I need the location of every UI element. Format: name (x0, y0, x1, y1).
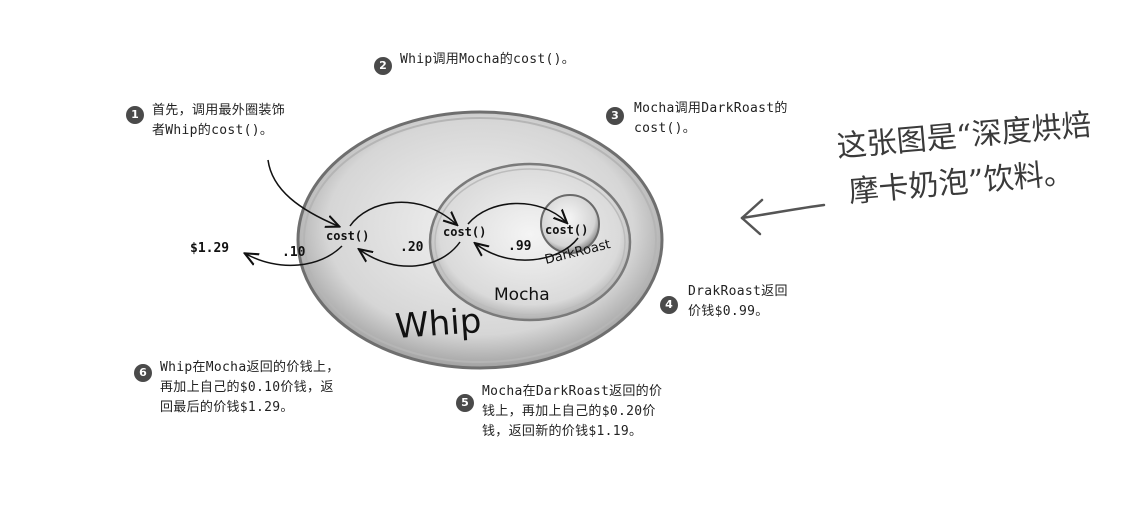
step-2-text: Whip调用Mocha的cost()。 (400, 50, 575, 70)
step-6-badge: 6 (134, 364, 152, 382)
step-5-line-2: 钱上，再加上自己的$0.20价 (482, 404, 656, 419)
mocha-cost-label: cost() (443, 225, 486, 239)
step-3-line-1: Mocha调用DarkRoast的 (634, 101, 788, 116)
step-2-line-1: Whip调用Mocha的cost()。 (400, 52, 576, 67)
step-5-line-1: Mocha在DarkRoast返回的价 (482, 384, 663, 399)
step-1-badge: 1 (126, 106, 144, 124)
step-2-badge: 2 (374, 57, 392, 75)
step-4-badge: 4 (660, 296, 678, 314)
step-4-line-2: 价钱$0.99。 (688, 304, 769, 319)
step-6-line-3: 回最后的价钱$1.29。 (160, 400, 294, 415)
whip-cost-label: cost() (326, 229, 369, 243)
whip-label: Whip (394, 301, 483, 347)
arrow-mocha-return (360, 241, 461, 267)
step-6-line-1: Whip在Mocha返回的价钱上， (160, 360, 340, 375)
step-5-text: Mocha在DarkRoast返回的价 钱上，再加上自己的$0.20价 钱，返回… (482, 382, 662, 442)
step-4-text: DrakRoast返回 价钱$0.99。 (688, 282, 788, 322)
arrow-darkroast-return (476, 237, 579, 261)
whip-price: .10 (282, 245, 306, 260)
step-4-line-1: DrakRoast返回 (688, 284, 788, 299)
step-3-text: Mocha调用DarkRoast的 cost()。 (634, 99, 788, 139)
step-5-badge: 5 (456, 394, 474, 412)
arrow-whip-return (246, 245, 343, 267)
step-6-line-2: 再加上自己的$0.10价钱，返 (160, 380, 334, 395)
step-3-line-2: cost()。 (634, 121, 697, 136)
mocha-price: .20 (400, 240, 424, 255)
arrow-mocha-to-darkroast (467, 202, 566, 224)
call-arrows (267, 159, 566, 226)
step-5-line-3: 钱，返回新的价钱$1.19。 (482, 424, 643, 439)
darkroast-price: .99 (508, 239, 531, 254)
callout-arrow (740, 198, 826, 236)
arrow-into-whip (267, 159, 338, 226)
step-3-badge: 3 (606, 107, 624, 125)
darkroast-cost-label: cost() (545, 223, 588, 237)
total-price: $1.29 (190, 241, 229, 256)
arrow-whip-to-mocha (349, 201, 456, 226)
step-1-text: 首先，调用最外圈装饰 者Whip的cost()。 (152, 101, 285, 141)
return-arrows (246, 237, 579, 267)
mocha-label: Mocha (494, 285, 550, 305)
step-1-line-1: 首先，调用最外圈装饰 (152, 103, 286, 118)
step-6-text: Whip在Mocha返回的价钱上， 再加上自己的$0.10价钱，返 回最后的价钱… (160, 358, 340, 418)
step-1-line-2: 者Whip的cost()。 (152, 123, 274, 138)
